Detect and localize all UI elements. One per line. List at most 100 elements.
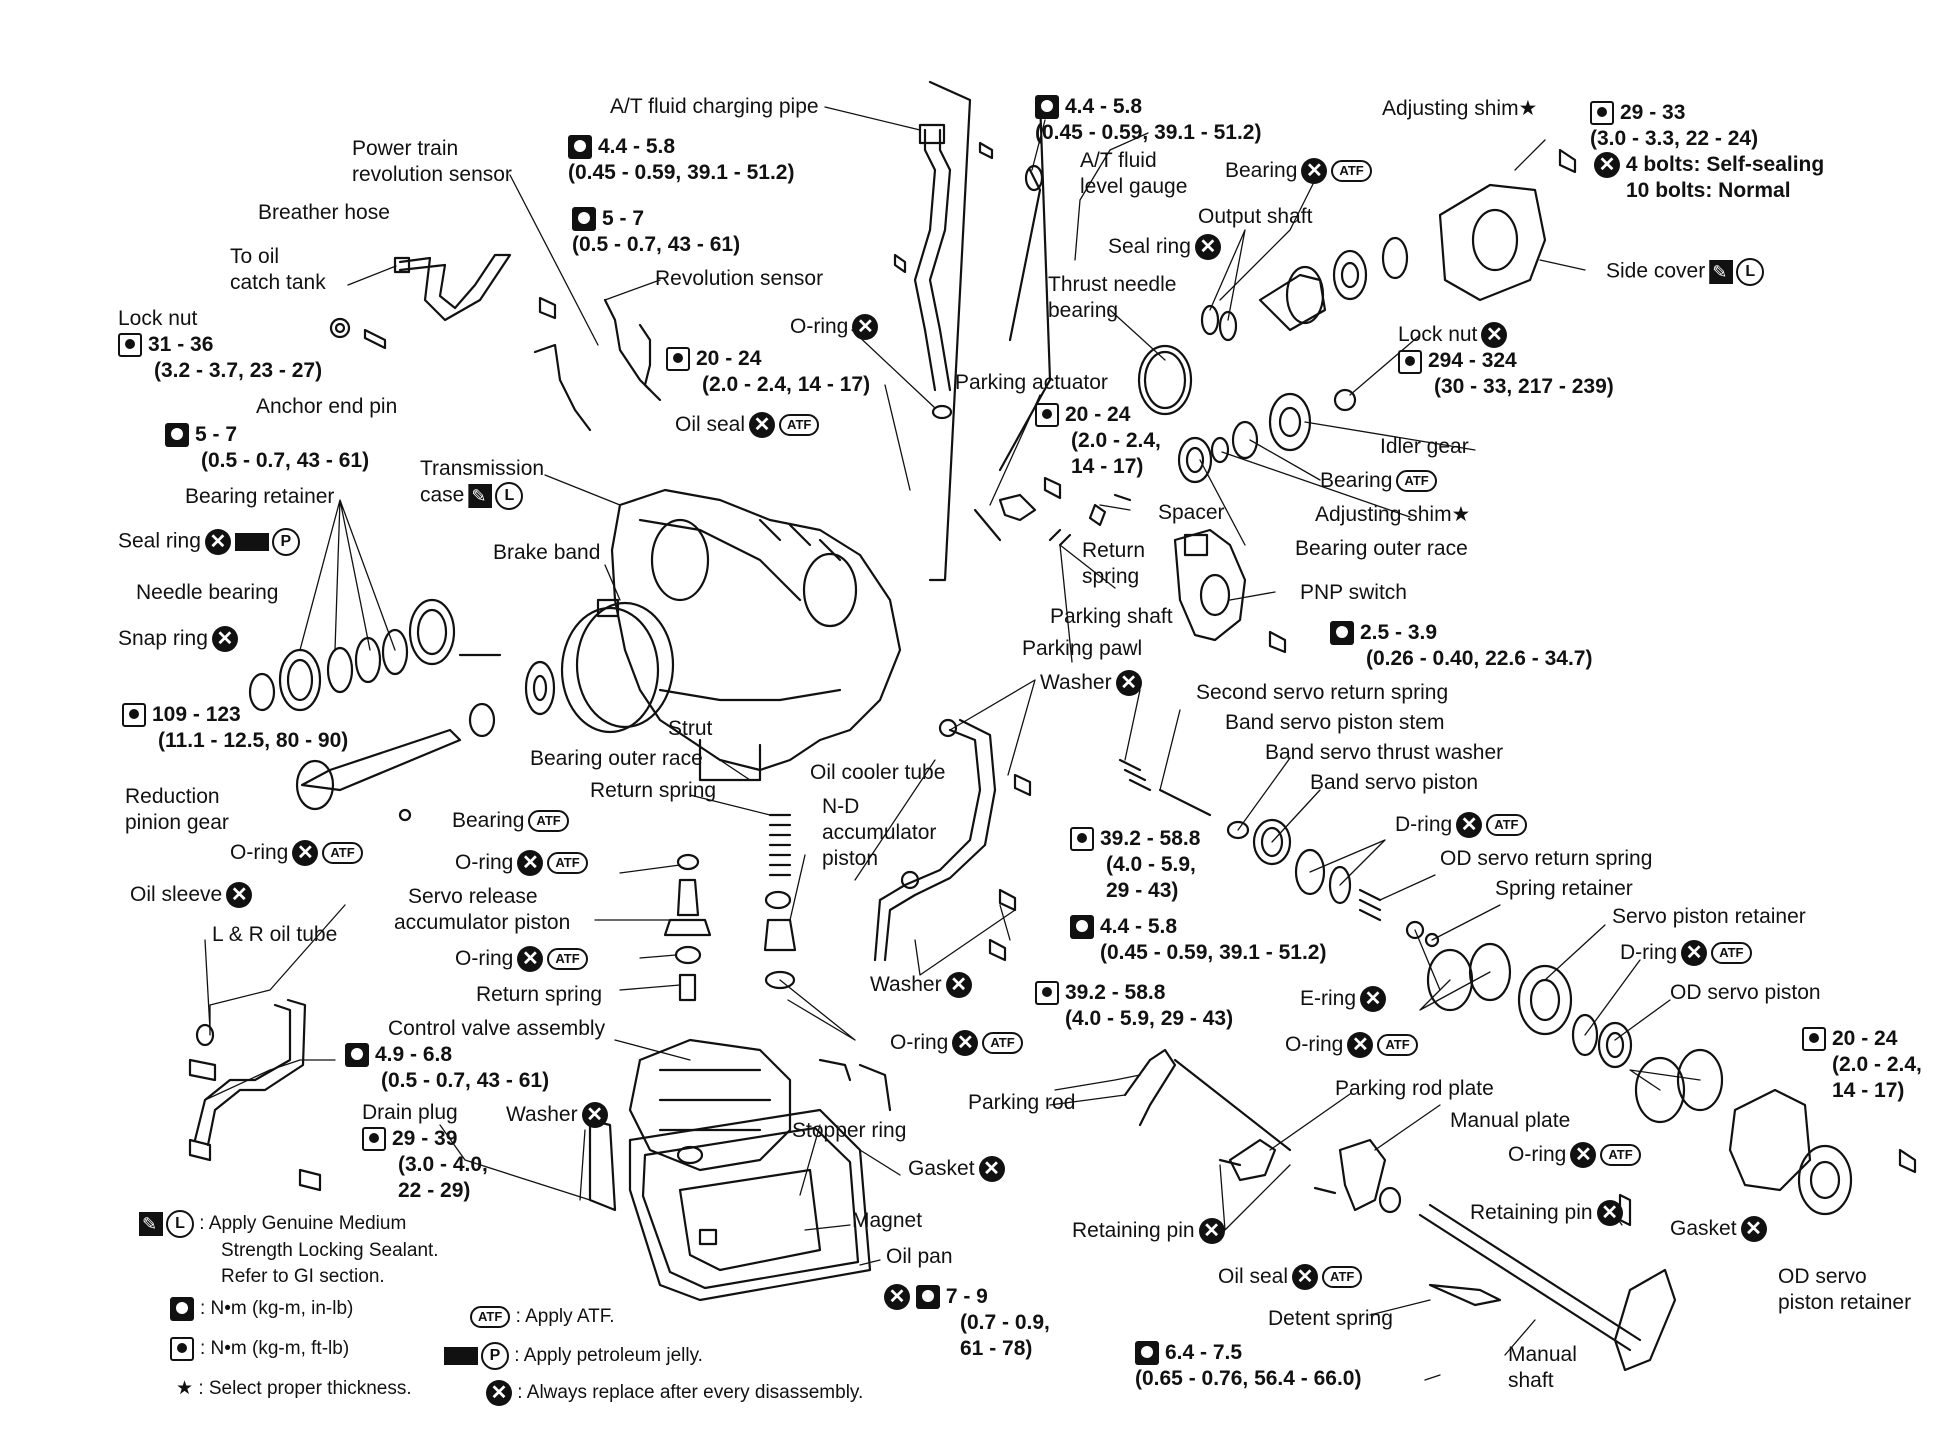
replace-icon: ✕: [1570, 1142, 1597, 1169]
label-od-servo-piston: OD servo piston: [1670, 981, 1821, 1004]
jelly-p-icon: P: [271, 528, 300, 556]
torque-ft-lb-icon: [1398, 349, 1422, 374]
replace-icon: ✕: [952, 1030, 979, 1057]
replace-icon: ✕: [204, 529, 231, 555]
replace-icon: ✕: [211, 626, 238, 653]
label-spring-retainer: Spring retainer: [1495, 877, 1633, 900]
atf-icon: ATF: [779, 414, 820, 437]
torque-pnp: 2.5 - 3.9 (0.26 - 0.40, 22.6 - 34.7): [1330, 620, 1592, 672]
torque-detent: 6.4 - 7.5 (0.65 - 0.76, 56.4 - 66.0): [1135, 1341, 1362, 1390]
label-oil-seal-low: Oil seal✕ATF: [1218, 1264, 1363, 1291]
label-od-servo-spring: OD servo return spring: [1440, 847, 1653, 870]
replace-icon: ✕: [1360, 986, 1387, 1013]
label-d-ring-right: D-ring✕ATF: [1620, 940, 1752, 967]
label-o-ring-retainer: O-ring✕ATF: [1508, 1142, 1641, 1169]
transmission-case-part: [610, 488, 902, 782]
label-brake-band: Brake band: [493, 541, 601, 564]
torque-ft-lb-icon: [118, 333, 142, 358]
atf-icon: ATF: [547, 948, 588, 971]
label-o-ring-servo: O-ring✕ATF: [455, 850, 588, 877]
label-return-spring-top: Return spring: [1082, 539, 1146, 588]
label-d-ring-top: D-ring✕ATF: [1395, 812, 1527, 839]
label-servo-release: Servo release accumulator piston: [394, 885, 571, 934]
replace-icon: ✕: [884, 1284, 910, 1311]
torque-ft-lb-icon: [1070, 827, 1094, 852]
label-side-cover: Side coverL: [1606, 258, 1765, 286]
atf-icon: ATF: [1331, 160, 1372, 183]
output-shaft-group: [1137, 183, 1547, 416]
label-needle-bearing: Needle bearing: [136, 581, 279, 604]
label-bearing-outer-race-left: Bearing outer race: [530, 747, 703, 770]
atf-icon: ATF: [1711, 942, 1752, 965]
idler-gear-group: [1177, 388, 1357, 484]
torque-actuator: 20 - 24 (2.0 - 2.4, 14 - 17): [1035, 402, 1161, 480]
label-stopper-ring: Stopper ring: [792, 1119, 907, 1142]
sealant-l-icon: L: [166, 1210, 194, 1238]
label-power-train-sensor: Power train revolution sensor: [352, 137, 512, 186]
replace-icon: ✕: [292, 840, 319, 867]
label-gasket-pan: Gasket✕: [908, 1156, 1005, 1183]
brake-band-part: [560, 598, 675, 734]
atf-icon: ATF: [1486, 814, 1527, 837]
label-gasket-od: Gasket✕: [1670, 1216, 1767, 1243]
atf-icon: ATF: [470, 1305, 511, 1328]
pnp-switch-part: [1173, 528, 1247, 642]
label-parking-shaft: Parking shaft: [1050, 605, 1173, 628]
sealant-icon: [1709, 260, 1734, 284]
torque-in-lb-icon: [1330, 621, 1354, 646]
label-return-spring-mid: Return spring: [590, 779, 717, 802]
label-washer-top: Washer✕: [1040, 670, 1142, 697]
sealant-icon: [139, 1212, 163, 1236]
replace-icon: ✕: [852, 314, 879, 341]
torque-pipe-bolt: 4.4 - 5.8 (0.45 - 0.59, 39.1 - 51.2): [1035, 95, 1262, 144]
torque-ft-lb-icon: [122, 703, 146, 728]
legend-replace: ✕ : Always replace after every disassemb…: [482, 1380, 863, 1406]
torque-pan: ✕ 7 - 9 (0.7 - 0.9, 61 - 78): [880, 1284, 1050, 1362]
label-bearing-retainer: Bearing retainer: [185, 485, 335, 508]
legend-atf: ATF : Apply ATF.: [466, 1304, 615, 1330]
label-retaining-pin-left: Retaining pin✕: [1072, 1218, 1225, 1245]
label-oil-pan: Oil pan: [886, 1245, 953, 1268]
label-second-servo-spring: Second servo return spring: [1196, 681, 1449, 704]
replace-icon: ✕: [945, 972, 972, 999]
replace-icon: ✕: [486, 1380, 512, 1406]
parking-actuator-group: [973, 493, 1132, 547]
legend-nm-in-lb: : N•m (kg-m, in-lb): [170, 1296, 353, 1322]
replace-icon: ✕: [1194, 234, 1221, 261]
label-strut: Strut: [668, 717, 713, 740]
label-fluid-charging-pipe: A/T fluid charging pipe: [610, 95, 819, 118]
label-parking-actuator: Parking actuator: [955, 371, 1108, 394]
torque-ft-lb-icon: [666, 347, 690, 372]
label-o-ring-left: O-ring✕ATF: [230, 840, 363, 867]
label-lr-oil-tube: L & R oil tube: [212, 923, 338, 946]
atf-icon: ATF: [1322, 1266, 1363, 1289]
label-seal-ring-top: Seal ring✕: [1108, 234, 1221, 261]
atf-icon: ATF: [982, 1032, 1023, 1055]
label-oil-cooler-tube: Oil cooler tube: [810, 761, 946, 784]
label-reduction-pinion: Reduction pinion gear: [125, 785, 229, 834]
label-to-oil-catch-tank: To oil catch tank: [230, 245, 326, 294]
label-manual-plate: Manual plate: [1450, 1109, 1571, 1132]
label-fluid-level-gauge: A/T fluid level gauge: [1080, 149, 1188, 198]
torque-cooler-bolt: 39.2 - 58.8 (4.0 - 5.9, 29 - 43): [1070, 826, 1200, 904]
torque-in-lb-icon: [165, 423, 189, 448]
band-servo-group: [1118, 758, 1853, 1216]
label-e-ring: E-ring✕: [1300, 986, 1387, 1013]
label-retaining-pin-right: Retaining pin✕: [1470, 1200, 1623, 1227]
sealant-icon: [468, 484, 493, 508]
label-band-servo-washer: Band servo thrust washer: [1265, 741, 1504, 764]
label-nd-accumulator: N-D accumulator piston: [822, 795, 937, 870]
torque-in-lb-icon: [1135, 1341, 1159, 1366]
leader-lines: [204, 106, 1701, 1381]
torque-cooler-bolt2: 4.4 - 5.8 (0.45 - 0.59, 39.1 - 51.2): [1070, 914, 1326, 966]
petroleum-jelly-icon: [234, 533, 269, 551]
label-adjusting-shim-mid: Adjusting shim★: [1315, 503, 1471, 526]
torque-in-lb-icon: [170, 1296, 194, 1321]
legend-jelly: P : Apply petroleum jelly.: [440, 1342, 703, 1370]
oil-pan-part: [588, 1108, 872, 1302]
torque-ft-lb-icon: [170, 1336, 194, 1361]
replace-icon: ✕: [1292, 1264, 1319, 1291]
